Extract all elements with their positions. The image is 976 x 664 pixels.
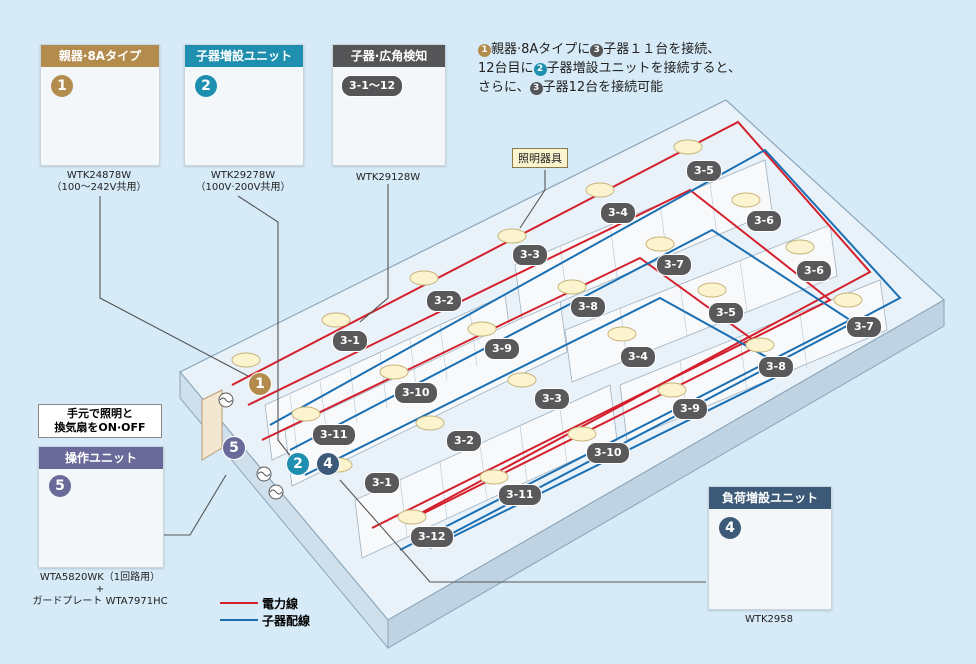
scene-marker-5: 5 xyxy=(222,436,246,460)
sensor-tag: 3-1 xyxy=(332,330,368,352)
sensor-tag: 3-7 xyxy=(846,316,882,338)
sensor-tag: 3-6 xyxy=(796,260,832,282)
legend-child-label: 子器配線 xyxy=(262,614,311,628)
expansion-number-badge: 2 xyxy=(195,75,217,97)
lighting-fixture xyxy=(415,415,445,431)
sensor-tag: 3-6 xyxy=(746,210,782,232)
info-line3-b: 子器12台を接続可能 xyxy=(542,80,664,95)
sensor-tag: 3-9 xyxy=(484,338,520,360)
sensor-tag: 3-3 xyxy=(512,244,548,266)
room-wall-right xyxy=(387,299,945,649)
operation-note: 手元で照明と換気扇をON·OFF xyxy=(38,404,162,438)
sensor-tag: 3-4 xyxy=(620,346,656,368)
lighting-fixture xyxy=(321,312,351,328)
expansion-card-title: 子器増設ユニット xyxy=(185,45,303,67)
marker-1-icon: 1 xyxy=(478,44,491,57)
lighting-fixture xyxy=(585,182,615,198)
lighting-fixture xyxy=(231,352,261,368)
lighting-fixture xyxy=(557,279,587,295)
operation-number-badge: 5 xyxy=(49,475,71,497)
sensor-tag: 3-2 xyxy=(446,430,482,452)
load-card-title: 負荷増設ユニット xyxy=(709,487,831,509)
lighting-fixture xyxy=(497,228,527,244)
lighting-fixture xyxy=(833,292,863,308)
lighting-fixture xyxy=(697,282,727,298)
lighting-fixture xyxy=(379,364,409,380)
power-line-middle xyxy=(247,188,832,529)
lighting-fixture xyxy=(467,321,497,337)
legend-power-label: 電力線 xyxy=(262,597,299,611)
expansion-card: 子器増設ユニット 2 xyxy=(184,44,304,166)
ac-symbols xyxy=(218,392,284,500)
child-line-upper xyxy=(269,148,902,546)
lighting-fixture xyxy=(673,139,703,155)
info-line1-a: 親器·8Aタイプに xyxy=(491,42,591,57)
sensor-tag: 3-1 xyxy=(364,472,400,494)
lighting-fixture xyxy=(607,326,637,342)
child-model: WTK29128W xyxy=(355,172,421,183)
child-badge: 3-1～12 xyxy=(341,75,404,97)
parent-number-badge: 1 xyxy=(51,75,73,97)
leader-expansion xyxy=(237,195,293,459)
marker-3b-icon: 3 xyxy=(529,82,543,95)
parent-card-title: 親器·8Aタイプ xyxy=(41,45,159,67)
operation-model: WTA5820WK（1回路用）+ガードプレート WTA7971HC xyxy=(32,572,168,607)
lighting-fixture xyxy=(657,382,687,398)
sensor-tag: 3-12 xyxy=(410,526,454,548)
operation-card: 操作ユニット 5 xyxy=(38,446,164,568)
sensor-tag: 3-8 xyxy=(758,356,794,378)
load-number-badge: 4 xyxy=(719,517,741,539)
child-card: 子器·広角検知 3-1～12 xyxy=(332,44,446,166)
leader-lighting xyxy=(519,170,546,229)
lighting-fixture xyxy=(479,469,509,485)
locker-row xyxy=(564,224,838,383)
sensor-tag: 3-5 xyxy=(686,160,722,182)
operation-card-title: 操作ユニット xyxy=(39,447,163,469)
load-model: WTK2958 xyxy=(744,614,793,625)
lighting-fixture xyxy=(745,337,775,353)
lighting-fixture xyxy=(409,270,439,286)
parent-model: WTK24878W（100～242V共用） xyxy=(51,170,147,193)
lighting-fixture xyxy=(397,509,427,525)
sensor-tag: 3-10 xyxy=(394,382,438,404)
sensor-tag: 3-11 xyxy=(312,424,356,446)
sensor-tag: 3-11 xyxy=(498,484,542,506)
sensor-tag: 3-7 xyxy=(656,254,692,276)
sensor-tag: 3-9 xyxy=(672,398,708,420)
leader-operation xyxy=(155,474,227,536)
load-card: 負荷増設ユニット 4 xyxy=(708,486,832,610)
leader-child xyxy=(359,184,389,323)
marker-3-icon: 3 xyxy=(590,44,604,57)
leader-parent xyxy=(99,196,249,377)
lighting-fixture xyxy=(507,372,537,388)
info-line3-a: さらに、 xyxy=(478,80,530,95)
info-line2-a: 12台目に xyxy=(478,61,534,76)
info-line2-b: 子器増設ユニットを接続すると、 xyxy=(546,61,742,76)
lighting-fixtures xyxy=(231,139,863,525)
parent-card: 親器·8Aタイプ 1 xyxy=(40,44,160,166)
sensor-tag: 3-4 xyxy=(600,202,636,224)
scene-marker-1: 1 xyxy=(248,372,272,396)
lighting-label: 照明器具 xyxy=(512,148,568,168)
marker-2-icon: 2 xyxy=(533,63,547,76)
lighting-fixture xyxy=(291,406,321,422)
info-line1-b: 子器１１台を接続、 xyxy=(603,42,721,57)
lighting-fixture xyxy=(731,192,761,208)
lighting-fixture xyxy=(785,239,815,255)
leader-load xyxy=(339,479,706,583)
sensor-tag: 3-5 xyxy=(708,302,744,324)
sensor-tag: 3-10 xyxy=(586,442,630,464)
scene-marker-2: 2 xyxy=(286,452,310,476)
leader-lines xyxy=(99,170,706,583)
lighting-fixture xyxy=(645,236,675,252)
scene-marker-4: 4 xyxy=(316,452,340,476)
sensor-tag: 3-3 xyxy=(534,388,570,410)
lighting-fixture xyxy=(567,426,597,442)
sensor-tag: 3-8 xyxy=(570,296,606,318)
sensor-tag: 3-2 xyxy=(426,290,462,312)
child-card-title: 子器·広角検知 xyxy=(333,45,445,67)
expansion-model: WTK29278W（100V·200V共用） xyxy=(195,170,291,193)
